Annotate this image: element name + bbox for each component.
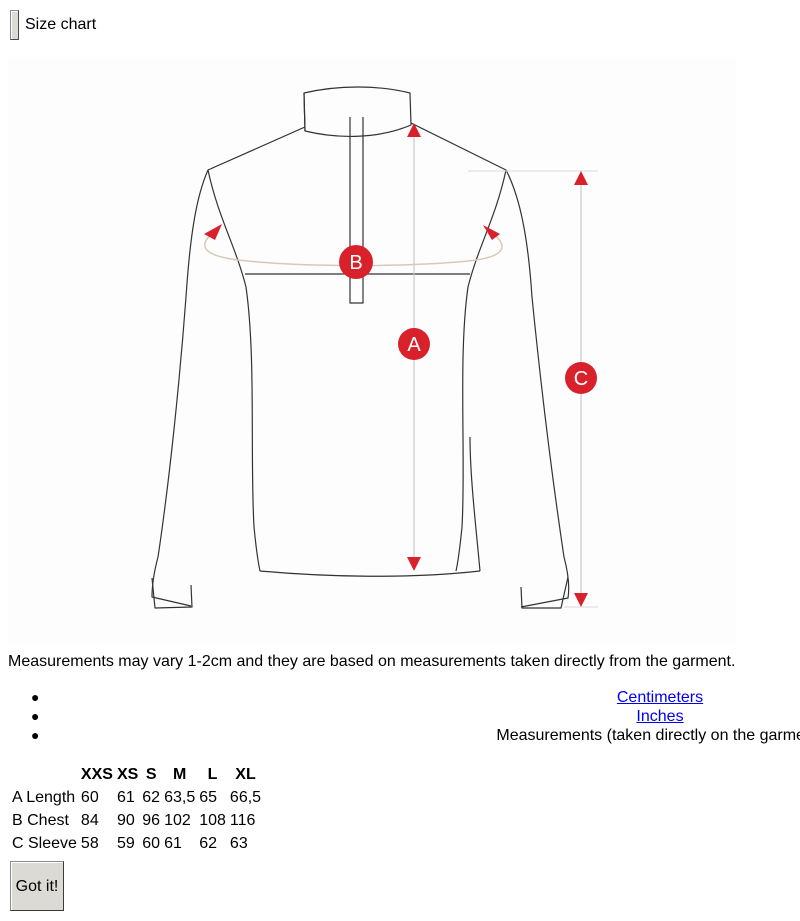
table-cell: 65 (199, 788, 218, 806)
table-cell: 59 (116, 834, 135, 852)
measurement-note: Measurements may vary 1-2cm and they are… (8, 653, 736, 670)
unit-item-centimeters: ● Centimeters (0, 688, 800, 707)
unit-selector: ● Centimeters ● Inches ● Measurements (t… (0, 688, 800, 745)
header-cell-s: S (145, 765, 157, 783)
table-cell: 66,5 (229, 788, 262, 806)
dialog-title: Size chart (25, 16, 97, 33)
unit-link-inches[interactable]: Inches (636, 708, 684, 725)
table-cell: 62 (142, 788, 161, 806)
garment-outline (151, 86, 570, 609)
bullet-icon: ● (31, 689, 40, 705)
row-label: B Chest (12, 811, 69, 829)
bullet-icon: ● (31, 727, 40, 743)
table-row: A Length 60 61 62 63,5 65 66,5 (11, 787, 262, 808)
garment-measurement-diagram: B A C (8, 57, 736, 643)
table-cell: 61 (164, 834, 182, 852)
table-cell: 102 (164, 811, 191, 829)
unit-item-inches: ● Inches (0, 707, 800, 726)
size-table-header: XXS XS S M L XL (11, 763, 262, 785)
table-cell: 84 (80, 811, 99, 829)
header-cell-empty (11, 763, 78, 785)
row-label: C Sleeve (12, 834, 77, 852)
table-cell: 58 (80, 834, 99, 852)
table-cell: 62 (199, 834, 218, 852)
label-b: B (349, 252, 362, 274)
dialog-header: Size chart (10, 8, 96, 42)
header-cell-xxs: XXS (80, 765, 113, 783)
table-row: C Sleeve 58 59 60 61 62 63 (11, 833, 262, 854)
table-row: B Chest 84 90 96 102 108 116 (11, 810, 262, 831)
label-a-badge: A (398, 328, 430, 360)
header-cell-l: L (207, 765, 218, 783)
label-b-badge: B (339, 245, 373, 279)
unit-item-measurements: ● Measurements (taken directly on the ga… (0, 726, 800, 745)
header-cell-xs: XS (116, 765, 139, 783)
label-c: C (574, 368, 588, 390)
label-c-badge: C (565, 362, 597, 394)
measurements-caption: Measurements (taken directly on the garm… (496, 727, 800, 744)
unit-link-centimeters[interactable]: Centimeters (616, 689, 704, 706)
table-cell: 63 (229, 834, 248, 852)
table-cell: 90 (116, 811, 135, 829)
got-it-button[interactable]: Got it! (10, 861, 64, 911)
close-button[interactable] (10, 10, 19, 40)
table-cell: 60 (142, 834, 161, 852)
table-cell: 96 (142, 811, 161, 829)
size-table: XXS XS S M L XL A Length 60 61 62 63,5 6… (9, 761, 264, 856)
header-cell-xl: XL (235, 765, 256, 783)
table-cell: 60 (80, 788, 99, 806)
table-cell: 63,5 (164, 788, 196, 806)
table-cell: 61 (116, 788, 135, 806)
table-cell: 116 (229, 811, 256, 829)
table-cell: 108 (199, 811, 226, 829)
bullet-icon: ● (31, 708, 40, 724)
row-label: A Length (12, 788, 76, 806)
label-a: A (407, 334, 421, 356)
header-cell-m: M (172, 765, 187, 783)
